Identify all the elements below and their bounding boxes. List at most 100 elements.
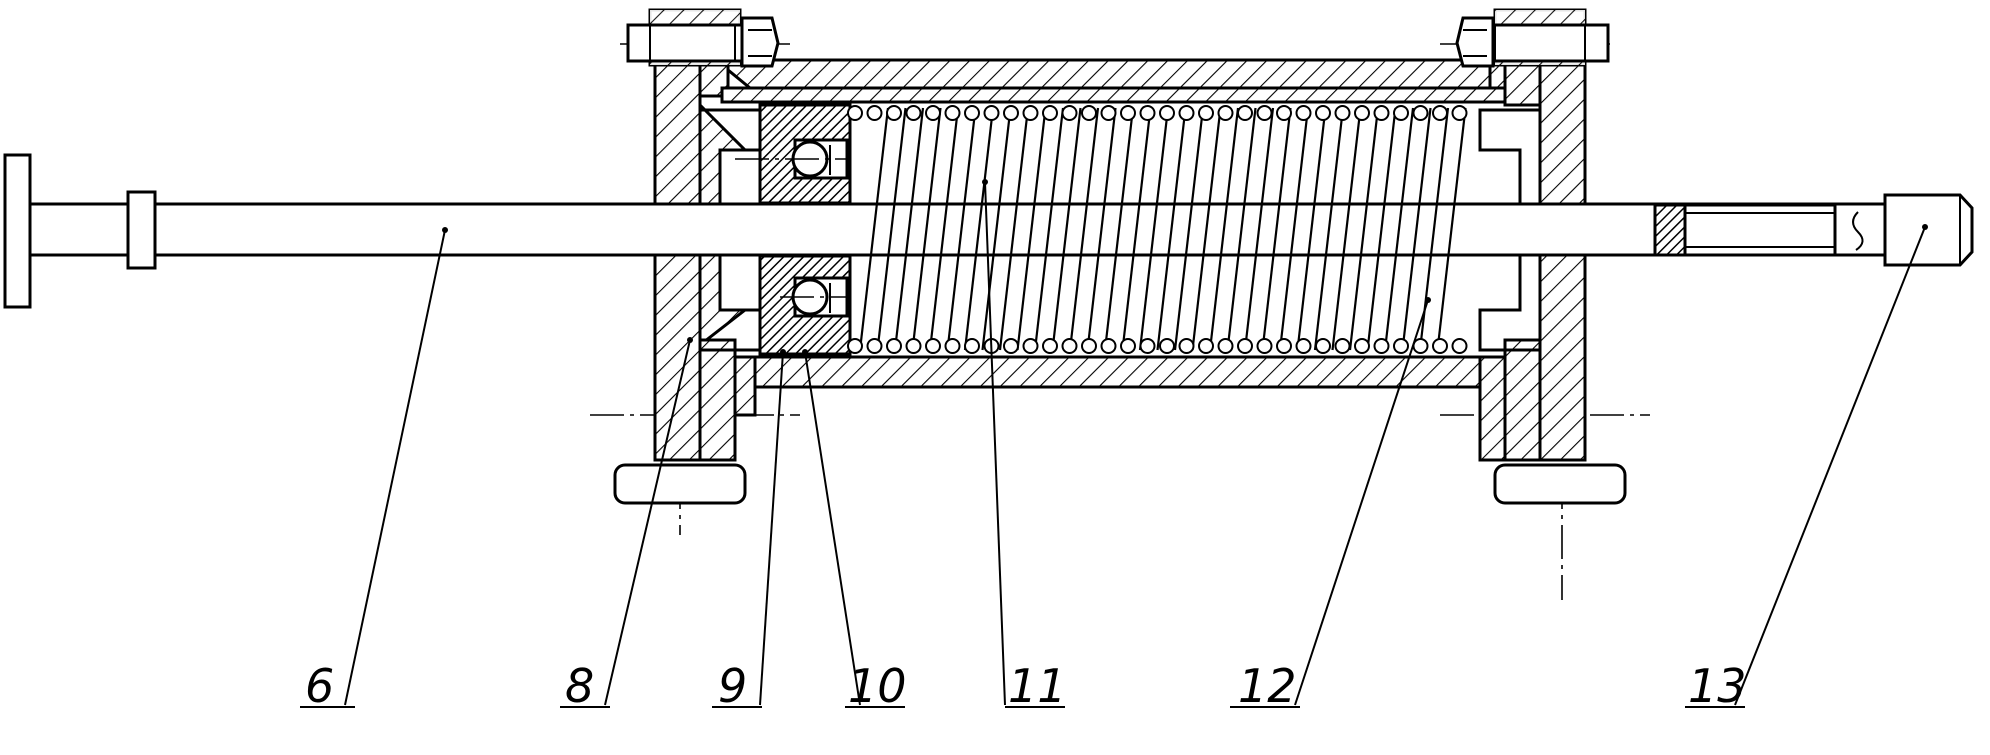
- center-lines: [590, 43, 1650, 600]
- spring-coil-line: [928, 107, 960, 351]
- coil-bead: [1432, 338, 1448, 354]
- coil-bead: [1139, 338, 1156, 354]
- spring-coil-line: [963, 107, 995, 351]
- spring-coil-line: [1068, 107, 1100, 351]
- label-housing: 8: [565, 659, 594, 713]
- coil-bead: [1100, 105, 1117, 121]
- spring-coil-line: [1016, 107, 1047, 351]
- label-shaft: 6: [305, 659, 334, 713]
- coil-bead: [1276, 338, 1292, 354]
- end-cap-assembly: [1653, 193, 1974, 267]
- coil-bead: [1042, 338, 1058, 354]
- coil-bead: [866, 338, 883, 354]
- spring-coil-line: [1348, 107, 1380, 351]
- spring-coil-line: [1313, 107, 1345, 351]
- coil-bead: [1393, 338, 1409, 354]
- coil-bead: [1256, 338, 1273, 354]
- spring-coil-line: [1051, 107, 1082, 351]
- coil-bead: [944, 338, 961, 354]
- label-spring: 11: [1008, 659, 1067, 713]
- coil-bead: [1451, 105, 1468, 121]
- coil-bead: [1432, 105, 1448, 121]
- spring-coil-line: [1156, 107, 1187, 351]
- leader-lines: [300, 179, 1926, 708]
- coil-bead: [1081, 105, 1097, 121]
- spring-coil-line: [1261, 107, 1292, 351]
- coil-bead: [1217, 338, 1234, 354]
- spring-coil-line: [876, 107, 907, 351]
- spring-coil-line: [946, 107, 977, 351]
- spring-coil-line: [1296, 107, 1327, 351]
- coil-bead: [1159, 338, 1175, 354]
- spring-coil-line: [1033, 107, 1065, 351]
- coil-bead: [1256, 105, 1273, 121]
- coil-bead: [866, 105, 883, 121]
- bearing-assembly: [735, 103, 852, 356]
- coil-bead: [1334, 338, 1351, 354]
- spring-coil-line: [1331, 107, 1362, 351]
- spring-coil-line: [1401, 107, 1432, 351]
- spring-coil-line: [1121, 107, 1152, 351]
- feet: [613, 463, 1627, 505]
- coil-bead: [1120, 105, 1136, 121]
- spring-coil-line: [1226, 107, 1257, 351]
- coil-bead: [1022, 338, 1039, 354]
- coil-bead: [1237, 105, 1253, 121]
- coil-bead: [1061, 105, 1078, 121]
- label-coil: 12: [1238, 659, 1297, 713]
- spring-coil-line: [1138, 107, 1170, 351]
- label-end-cap: 13: [1688, 659, 1747, 713]
- coil-bead: [1022, 105, 1039, 121]
- spring-coil-line: [981, 107, 1012, 351]
- spring-coil-line: [1436, 107, 1467, 351]
- left-end-plate: [653, 58, 762, 462]
- coil-bead: [847, 105, 863, 121]
- coil-bead: [1373, 338, 1390, 354]
- coil-bead: [1295, 338, 1312, 354]
- coil-bead: [1315, 105, 1331, 121]
- coil-bead: [1217, 105, 1234, 121]
- left-top-bolt: [626, 8, 780, 68]
- spring-coil-line: [1191, 107, 1222, 351]
- coil-bead: [1178, 105, 1195, 121]
- spring-coil-line: [1366, 107, 1397, 351]
- coil-bead: [1120, 338, 1136, 354]
- spring-coil-line: [1243, 107, 1275, 351]
- coil-bead: [944, 105, 961, 121]
- spring-coil-line: [1103, 107, 1135, 351]
- coil-bead: [1100, 338, 1117, 354]
- coil-bead: [1061, 338, 1078, 354]
- coil-bead: [1354, 105, 1370, 121]
- coil-bead: [983, 105, 1000, 121]
- helical-spring: [858, 107, 1467, 351]
- coil-bead: [1003, 338, 1019, 354]
- coil-bead: [1334, 105, 1351, 121]
- spring-coil-line: [998, 107, 1030, 351]
- spring-coil-line: [1086, 107, 1117, 351]
- coil-bead: [1412, 105, 1429, 121]
- shaft: [3, 153, 1912, 309]
- coil-bead: [1159, 105, 1175, 121]
- right-end-plate: [1478, 58, 1587, 462]
- coil-bead: [1295, 105, 1312, 121]
- spring-coil-line: [893, 107, 925, 351]
- coil-bead: [1081, 338, 1097, 354]
- coil-bead: [886, 105, 902, 121]
- coil-bead: [847, 338, 863, 354]
- coil-bead: [925, 105, 941, 121]
- label-bearing-inner: 10: [848, 659, 907, 713]
- spring-coil-line: [1278, 107, 1310, 351]
- spring-coil-line: [911, 107, 942, 351]
- label-bearing-outer: 9: [718, 659, 747, 713]
- coil-bead: [1178, 338, 1195, 354]
- coil-bead: [1139, 105, 1156, 121]
- coil-bead: [1003, 105, 1019, 121]
- coil-bead: [1198, 338, 1214, 354]
- coil-bead: [964, 105, 980, 121]
- coil-bead: [1315, 338, 1331, 354]
- coil-bead: [1412, 338, 1429, 354]
- spring-coil-line: [1173, 107, 1205, 351]
- coil-bead: [1198, 105, 1214, 121]
- coil-bead: [925, 338, 941, 354]
